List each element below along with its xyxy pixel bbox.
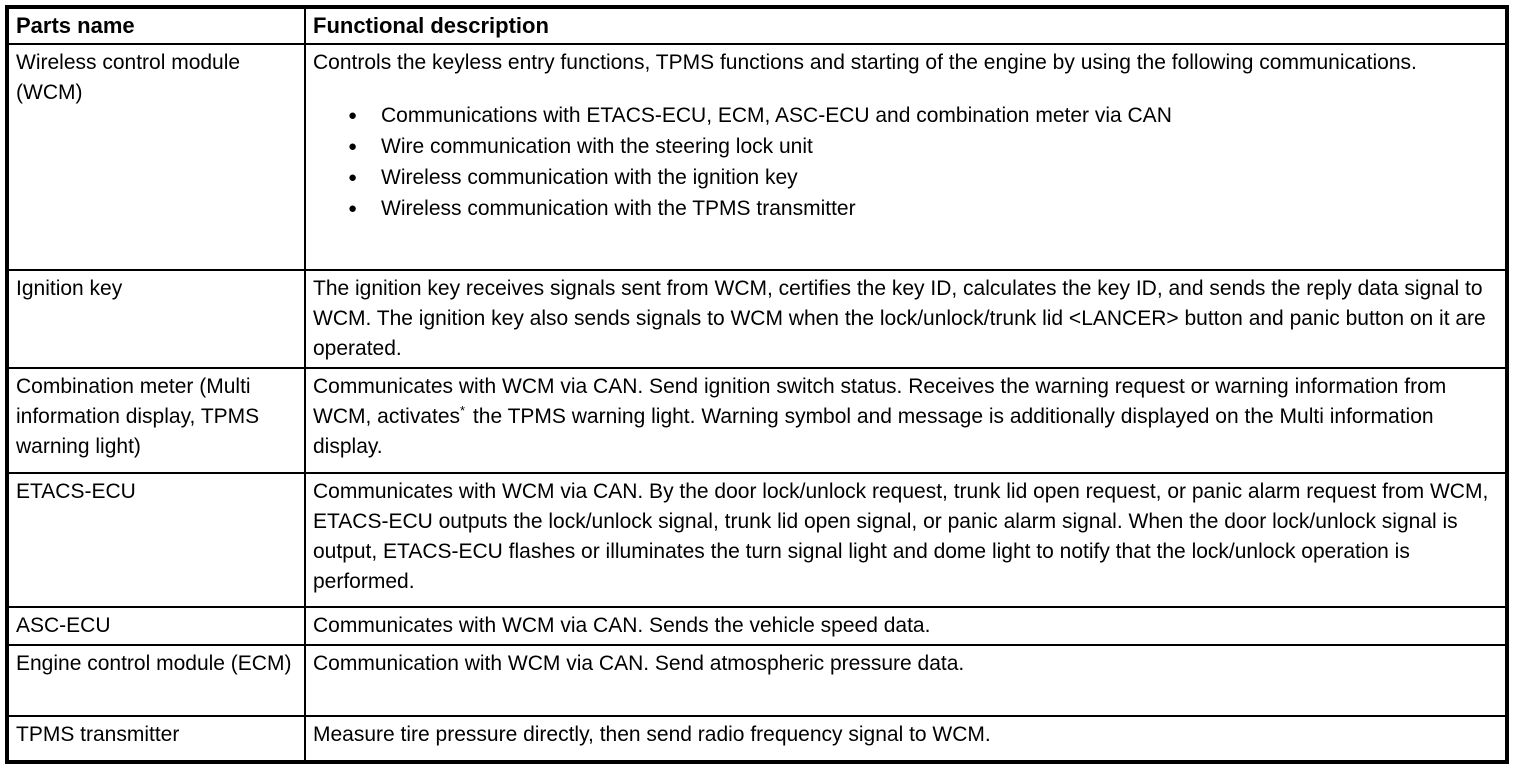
table-row-combination-meter: Combination meter (Multi information dis… [6, 367, 1508, 474]
parts-description-table: Parts name Functional description Wirele… [5, 5, 1509, 764]
column-header-parts-name: Parts name [6, 6, 306, 45]
table-row-tpms-transmitter: TPMS transmitter Measure tire pressure d… [6, 715, 1508, 763]
table-row-ignition-key: Ignition key The ignition key receives s… [6, 269, 1508, 369]
description-cell: Communicates with WCM via CAN. By the do… [304, 472, 1508, 608]
table-row-asc-ecu: ASC-ECU Communicates with WCM via CAN. S… [6, 606, 1508, 646]
part-name-cell: Wireless control module (WCM) [6, 43, 306, 271]
table-row-ecm: Engine control module (ECM) Communicatio… [6, 644, 1508, 717]
description-cell: Communicates with WCM via CAN. Send igni… [304, 367, 1508, 474]
table-row-wcm: Wireless control module (WCM) Controls t… [6, 43, 1508, 271]
description-cell: Communicates with WCM via CAN. Sends the… [304, 606, 1508, 646]
description-text: Communicates with WCM via CAN. Send igni… [313, 375, 1447, 428]
list-item: ● Wireless communication with the ignitio… [313, 162, 1498, 193]
list-item-text: Wireless communication with the ignition… [381, 166, 798, 189]
table-row-etacs-ecu: ETACS-ECU Communicates with WCM via CAN.… [6, 472, 1508, 608]
part-name-cell: Combination meter (Multi information dis… [6, 367, 306, 474]
part-name-cell: Engine control module (ECM) [6, 644, 306, 717]
table-header-row: Parts name Functional description [6, 6, 1508, 45]
list-item-text: Wire communication with the steering loc… [381, 135, 813, 158]
list-item: ● Communications with ETACS-ECU, ECM, ASC… [313, 100, 1498, 131]
part-name-cell: Ignition key [6, 269, 306, 369]
part-name-cell: ASC-ECU [6, 606, 306, 646]
list-item-text: Wireless communication with the TPMS tra… [381, 197, 856, 220]
bullet-icon: ● [348, 200, 358, 217]
list-item: ● Wireless communication with the TPMS tr… [313, 193, 1498, 224]
list-item-text: Communications with ETACS-ECU, ECM, ASC-… [381, 104, 1172, 127]
communication-bullet-list: ● Communications with ETACS-ECU, ECM, ASC… [313, 100, 1498, 224]
part-name-cell: TPMS transmitter [6, 715, 306, 763]
description-text: the TPMS warning light. Warning symbol a… [313, 405, 1434, 458]
bullet-icon: ● [348, 107, 358, 124]
bullet-icon: ● [348, 169, 358, 186]
description-cell: Measure tire pressure directly, then sen… [304, 715, 1508, 763]
bullet-icon: ● [348, 138, 358, 155]
description-cell: The ignition key receives signals sent f… [304, 269, 1508, 369]
column-header-functional-description: Functional description [304, 6, 1508, 45]
description-cell: Controls the keyless entry functions, TP… [304, 43, 1508, 271]
footnote-asterisk: * [460, 403, 466, 418]
description-text: Controls the keyless entry functions, TP… [313, 51, 1417, 74]
description-cell: Communication with WCM via CAN. Send atm… [304, 644, 1508, 717]
part-name-cell: ETACS-ECU [6, 472, 306, 608]
list-item: ● Wire communication with the steering lo… [313, 131, 1498, 162]
